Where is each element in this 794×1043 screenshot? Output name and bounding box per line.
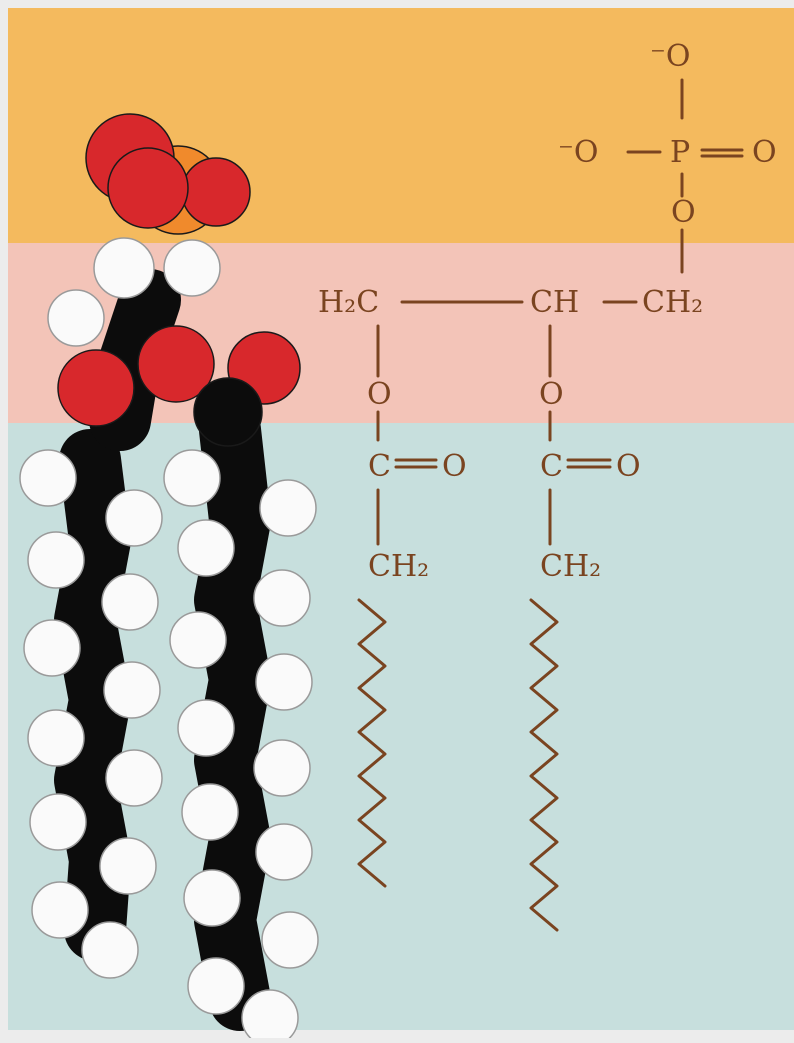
label-ester-oxygen-right: O [539,377,564,412]
label-carbonyl-carbon-right: C [540,449,563,484]
hydrogen-atom [31,881,89,939]
hydrogen-atom [169,611,227,669]
hydrogen-atom [163,449,221,507]
label-phosphate-top-oxygen: ⁻O [650,39,690,74]
structural-bonds [357,78,744,932]
space-filling-model [19,113,319,1043]
label-glycerol-right: CH₂ [642,285,703,320]
hydrogen-atom [183,869,241,927]
label-carbonyl-oxygen-left: O [442,449,467,484]
hydrogen-atom [177,699,235,757]
oxygen-atom [137,325,215,403]
label-phosphate-left-oxygen: ⁻O [558,135,598,170]
hydrogen-atom [23,619,81,677]
hydrogen-atom [187,957,245,1015]
hydrogen-atom [177,519,235,577]
hydrogen-atom [93,237,155,299]
hydrogen-atom [255,823,313,881]
label-carbonyl-carbon-left: C [368,449,391,484]
oxygen-atom [107,147,189,229]
hydrogen-atom [27,531,85,589]
label-bridge-oxygen: O [671,195,696,230]
label-carbonyl-oxygen-right: O [616,449,641,484]
hydrogen-atom [101,573,159,631]
hydrogen-atom [81,921,139,979]
hydrogen-atom [103,661,161,719]
hydrogen-atom [253,739,311,797]
hydrogen-atom [105,489,163,547]
structural-labels: ⁻O ⁻O P O O H₂C CH CH₂ O O C O C O CH₂ C… [318,39,777,584]
hydrogen-atom [253,569,311,627]
hydrogen-atom [181,783,239,841]
hydrogen-atom [19,449,77,507]
carbon-chain-left [54,429,131,961]
label-tail-ch2-left: CH₂ [368,549,429,584]
label-phosphorus: P [670,135,690,170]
hydrogen-atom [261,911,319,969]
hydrogen-atom [47,289,105,347]
hydrogen-atom [259,479,317,537]
hydrogen-atom [27,709,85,767]
fatty-acid-chain-right [529,598,559,932]
fatty-acid-chain-left [357,598,387,888]
hydrogen-atom [29,793,87,851]
carbon-atom [193,377,263,447]
hydrogen-atom [105,749,163,807]
hydrogen-atom [241,989,299,1043]
hydrogen-atom [99,837,157,895]
oxygen-atom [181,157,251,227]
label-phosphate-double-oxygen: O [752,135,777,170]
hydrogen-atom [163,239,221,297]
label-glycerol-left: H₂C [318,285,379,320]
hydrogen-atom [255,653,313,711]
label-ester-oxygen-left: O [367,377,392,412]
label-glycerol-middle: CH [530,285,579,320]
label-tail-ch2-right: CH₂ [540,549,601,584]
oxygen-atom [57,349,135,427]
